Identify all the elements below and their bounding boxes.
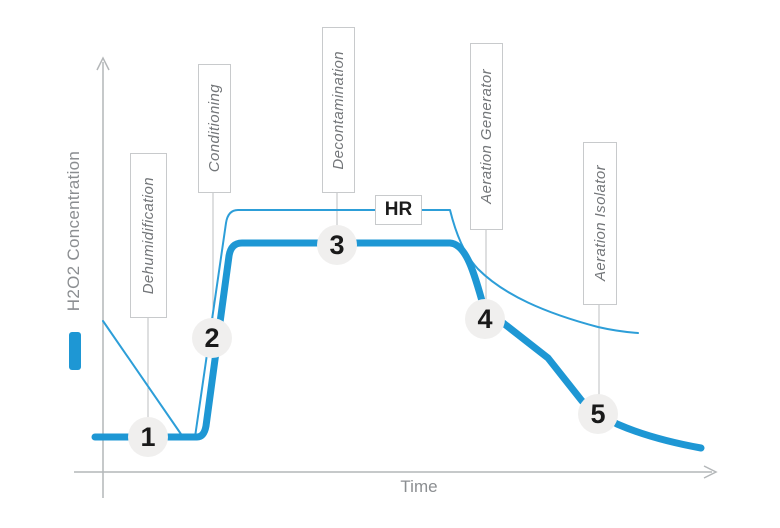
phase-label-aeration-generator: Aeration Generator — [470, 43, 503, 230]
phase-label-conditioning: Conditioning — [198, 64, 231, 193]
h2o2-legend-swatch — [69, 332, 81, 370]
hr-annotation-box: HR — [375, 195, 422, 225]
x-axis-label: Time — [400, 477, 438, 496]
step-marker-4: 4 — [465, 299, 505, 339]
step-marker-5: 5 — [578, 394, 618, 434]
step-marker-1: 1 — [128, 417, 168, 457]
hr-series-line — [102, 209, 639, 438]
phase-label-text: Aeration Isolator — [591, 165, 609, 282]
phase-label-text: Dehumidification — [140, 176, 157, 295]
phase-label-text: Aeration Generator — [478, 69, 495, 204]
phase-label-dehumidification: Dehumidification — [130, 153, 167, 318]
phase-label-decontamination: Decontamination — [322, 27, 355, 193]
phase-label-text: Conditioning — [206, 84, 223, 173]
y-axis-label: H2O2 Concentration — [64, 150, 83, 312]
h2o2-series-line — [91, 239, 705, 452]
phase-label-text: Decontamination — [330, 50, 347, 170]
step-marker-3: 3 — [317, 225, 357, 265]
x-axis-arrow-icon — [703, 465, 718, 479]
step-marker-2: 2 — [192, 318, 232, 358]
phase-label-aeration-isolator: Aeration Isolator — [583, 142, 617, 305]
y-axis-arrow-icon — [96, 56, 110, 71]
